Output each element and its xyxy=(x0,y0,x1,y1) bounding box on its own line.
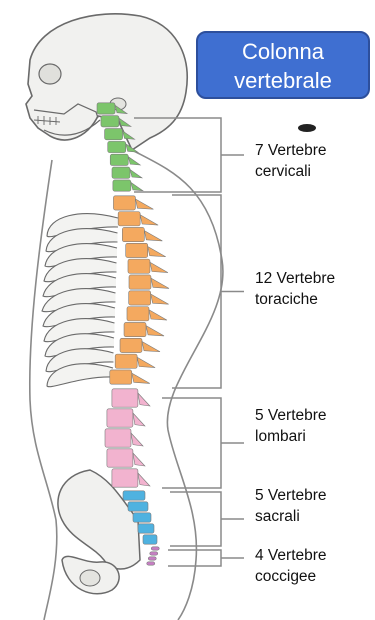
spinous-process xyxy=(148,246,166,256)
label-mark xyxy=(298,124,316,132)
label-lumbar: 5 Vertebre lombari xyxy=(255,405,327,447)
label-thoracic-line1: 12 Vertebre xyxy=(255,268,335,289)
vertebra xyxy=(107,409,133,427)
vertebra xyxy=(113,196,135,210)
vertebra xyxy=(115,354,137,368)
spinous-process xyxy=(149,310,167,320)
vertebra xyxy=(151,547,159,550)
label-cervical-line1: 7 Vertebre xyxy=(255,140,327,161)
vertebra xyxy=(128,502,148,511)
vertebra xyxy=(129,291,151,305)
spinous-process xyxy=(133,453,145,466)
vertebra xyxy=(127,307,149,321)
vertebra xyxy=(133,513,151,522)
vertebra xyxy=(123,491,145,500)
spinous-process xyxy=(146,326,164,336)
bracket xyxy=(168,550,244,566)
vertebra xyxy=(138,524,154,533)
label-cervical-line2: cervicali xyxy=(255,161,327,182)
pelvis xyxy=(58,470,140,594)
bracket xyxy=(172,195,244,388)
spinous-process xyxy=(140,215,158,225)
vertebra xyxy=(148,557,156,560)
spinous-process xyxy=(131,182,143,190)
vertebra xyxy=(112,389,138,407)
vertebra xyxy=(128,259,150,273)
vertebra xyxy=(122,227,144,241)
spinous-process xyxy=(151,278,169,288)
vertebra xyxy=(124,322,146,336)
spinous-process xyxy=(133,413,145,426)
spinous-process xyxy=(130,170,142,178)
title-box: Colonna vertebrale xyxy=(196,31,370,99)
vertebra xyxy=(118,212,140,226)
vertebra xyxy=(97,103,115,114)
label-lumbar-line2: lombari xyxy=(255,426,327,447)
vertebra xyxy=(112,469,138,487)
spinous-process xyxy=(151,294,169,304)
vertebra xyxy=(120,338,142,352)
vertebra xyxy=(143,535,157,544)
label-cervical: 7 Vertebre cervicali xyxy=(255,140,327,182)
label-sacral: 5 Vertebre sacrali xyxy=(255,485,327,527)
label-sacral-line1: 5 Vertebre xyxy=(255,485,327,506)
label-sacral-line2: sacrali xyxy=(255,506,327,527)
spinous-process xyxy=(142,341,160,351)
vertebra xyxy=(147,562,155,565)
spinous-process xyxy=(138,473,150,486)
title-line2: vertebrale xyxy=(198,66,368,95)
spinous-process xyxy=(138,393,150,406)
spinous-process xyxy=(132,373,150,383)
spinous-process xyxy=(131,433,143,446)
vertebra xyxy=(112,167,130,178)
label-coccygeal: 4 Vertebre coccigee xyxy=(255,545,327,587)
label-thoracic-line2: toraciche xyxy=(255,289,335,310)
label-coccygeal-line2: coccigee xyxy=(255,566,327,587)
spinous-process xyxy=(135,199,153,209)
vertebra xyxy=(110,154,128,165)
vertebra xyxy=(150,552,158,555)
ribcage xyxy=(42,214,118,387)
bracket xyxy=(162,398,244,488)
vertebra xyxy=(110,370,132,384)
vertebra xyxy=(105,429,131,447)
vertebra xyxy=(107,449,133,467)
label-coccygeal-line1: 4 Vertebre xyxy=(255,545,327,566)
label-thoracic: 12 Vertebre toraciche xyxy=(255,268,335,310)
vertebra xyxy=(113,180,131,191)
bracket xyxy=(170,492,244,546)
spinous-process xyxy=(137,357,155,367)
eye-socket xyxy=(39,64,61,84)
title-line1: Colonna xyxy=(198,37,368,66)
spinous-process xyxy=(144,231,162,241)
vertebra xyxy=(108,141,126,152)
vertebra xyxy=(101,116,119,127)
vertebra xyxy=(126,243,148,257)
spinous-process xyxy=(128,157,140,165)
label-lumbar-line1: 5 Vertebre xyxy=(255,405,327,426)
vertebra xyxy=(105,129,123,140)
vertebra xyxy=(129,275,151,289)
spinous-process xyxy=(150,262,168,272)
